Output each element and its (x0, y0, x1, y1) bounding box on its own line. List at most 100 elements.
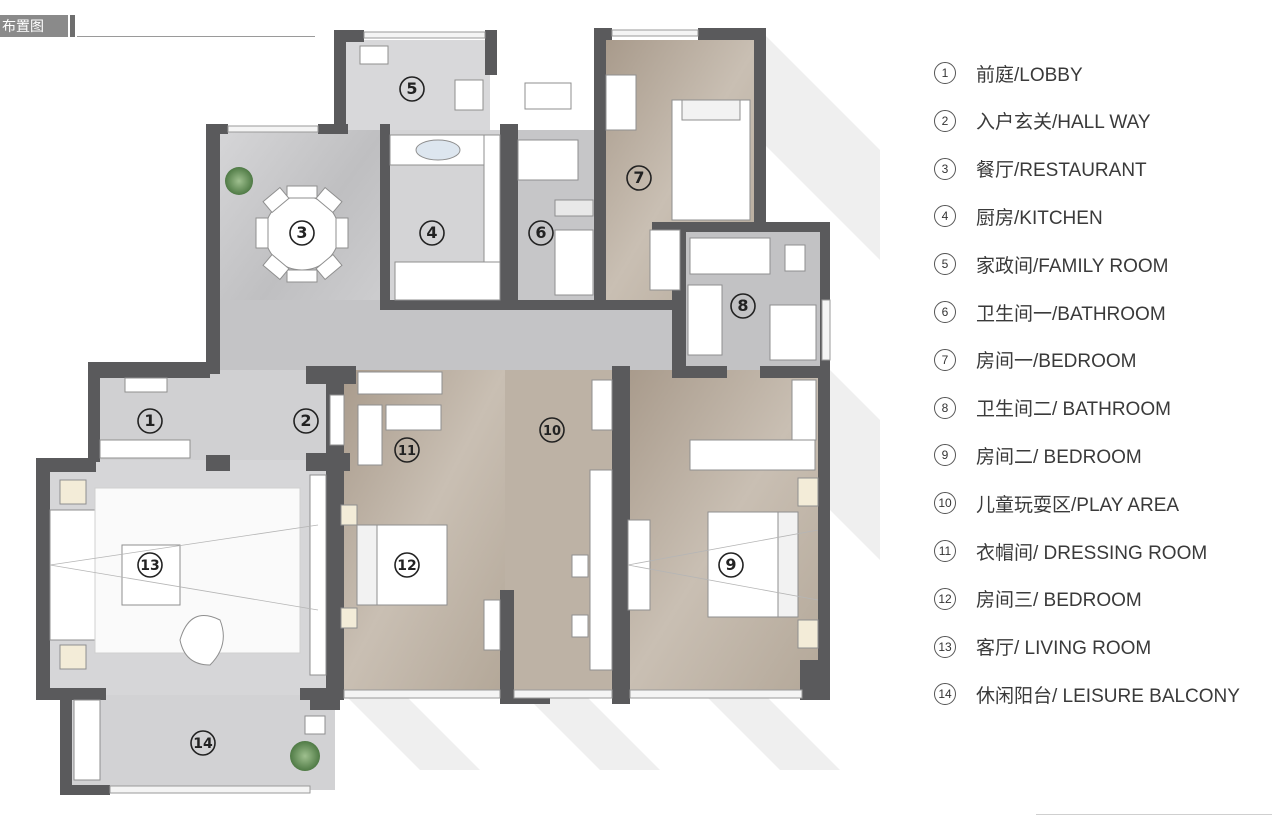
legend-item: 10 儿童玩耍区/PLAY AREA (934, 490, 1179, 516)
bathtub-2 (689, 237, 771, 275)
storage-box-2 (524, 82, 572, 110)
legend-text: 厨房/KITCHEN (976, 207, 1103, 229)
furniture (49, 45, 819, 781)
room-label-10: 10 (543, 424, 561, 439)
page-tag-bar (70, 15, 75, 37)
legend-text: 卫生间二/ BATHROOM (976, 399, 1171, 421)
legend-number: 11 (934, 540, 956, 562)
room-marker-8 (730, 293, 756, 319)
toilet-2 (784, 244, 806, 272)
plant-dining (225, 167, 253, 195)
legend-text: 休闲阳台/ LEISURE BALCONY (976, 685, 1240, 707)
legend-text: 儿童玩耍区/PLAY AREA (976, 494, 1180, 516)
page-tag: 布置图 (0, 15, 68, 37)
legend-item: 11 衣帽间/ DRESSING ROOM (934, 538, 1207, 564)
hall-cabinet (329, 394, 345, 446)
legend-text: 入户玄关/HALL WAY (976, 112, 1151, 134)
legend-item: 9 房间二/ BEDROOM (934, 442, 1142, 468)
lobby-bench (124, 377, 168, 393)
wardrobe-1 (649, 229, 681, 291)
room-marker-10 (539, 417, 565, 443)
coffee-table (121, 544, 181, 606)
room-label-12: 12 (397, 558, 416, 574)
room-marker-12 (394, 552, 420, 578)
legend-number: 7 (934, 348, 956, 371)
bathtub-1 (517, 139, 579, 181)
room-marker-9 (718, 552, 744, 578)
footer-divider (1036, 814, 1272, 815)
armchair (179, 615, 224, 666)
room-label-11: 11 (398, 444, 416, 459)
legend-item: 14 休闲阳台/ LEISURE BALCONY (934, 681, 1240, 707)
balcony-cabinet (73, 699, 101, 781)
vanity-1 (554, 229, 594, 296)
room-marker-3 (289, 220, 315, 246)
legend-item: 7 房间一/BEDROOM (934, 347, 1136, 373)
legend-item: 5 家政间/FAMILY ROOM (934, 251, 1169, 277)
room-marker-2 (293, 408, 319, 434)
room-marker-1 (137, 408, 163, 434)
legend-number: 6 (934, 301, 956, 323)
room-label-6: 6 (535, 223, 546, 242)
wardrobe-3 (483, 599, 501, 651)
room-label-14: 14 (193, 736, 213, 752)
legend-text: 房间二/ BEDROOM (976, 446, 1142, 468)
kitchen-counter-bottom (394, 261, 501, 301)
room-marker-14 (190, 730, 216, 756)
sofa (49, 509, 97, 641)
legend-item: 6 卫生间一/BATHROOM (934, 299, 1166, 325)
plant-balcony (290, 741, 320, 771)
shower-1 (554, 199, 594, 217)
room-marker-6 (528, 220, 554, 246)
legend-text: 家政间/FAMILY ROOM (976, 255, 1169, 277)
legend-item: 2 入户玄关/HALL WAY (934, 108, 1151, 134)
wash-basin (454, 79, 484, 111)
legend-number: 4 (934, 205, 956, 228)
legend-text: 房间三/ BEDROOM (976, 590, 1142, 612)
windows (109, 29, 831, 794)
wardrobe-bedroom-2 (689, 439, 816, 471)
tv-cabinet-living (309, 474, 327, 676)
room-marker-5 (399, 76, 425, 102)
legend-number: 14 (934, 683, 956, 706)
legend-number: 3 (934, 157, 956, 180)
legend-number: 5 (934, 253, 956, 276)
vanity-2 (687, 284, 723, 356)
legend-text: 房间一/BEDROOM (976, 351, 1137, 373)
storage-box (359, 45, 389, 65)
legend-number: 8 (934, 396, 956, 419)
legend-number: 13 (934, 635, 956, 658)
legend-text: 衣帽间/ DRESSING ROOM (976, 542, 1208, 564)
legend-number: 9 (934, 444, 956, 467)
legend-text: 前庭/LOBBY (976, 64, 1083, 86)
room-label-1: 1 (144, 411, 155, 430)
legend-item: 13 客厅/ LIVING ROOM (934, 634, 1151, 660)
room-label-8: 8 (737, 296, 748, 315)
legend-number: 10 (934, 492, 956, 515)
legend-item: 1 前庭/LOBBY (934, 60, 1083, 86)
room-label-3: 3 (296, 223, 307, 242)
legend-number: 12 (934, 587, 956, 610)
walls (36, 28, 830, 795)
room-marker-7 (626, 165, 652, 191)
dressing-shelf (357, 371, 443, 395)
desk-bedroom-2 (627, 519, 651, 611)
legend-item: 8 卫生间二/ BATHROOM (934, 395, 1171, 421)
room-label-13: 13 (140, 558, 159, 574)
legend-text: 客厅/ LIVING ROOM (976, 638, 1152, 660)
desk-play (589, 469, 613, 671)
view-lines (49, 524, 819, 611)
room-marker-11 (394, 437, 420, 463)
legend-number: 1 (934, 62, 956, 84)
legend-text: 卫生间一/BATHROOM (976, 303, 1166, 325)
shower-2 (769, 304, 817, 361)
play-shelf (591, 379, 613, 431)
page-tag-underline (77, 36, 315, 37)
room-marker-13 (137, 552, 163, 578)
desk-bedroom-1 (605, 74, 637, 131)
legend-item: 12 房间三/ BEDROOM (934, 586, 1142, 612)
room-label-2: 2 (300, 411, 311, 430)
legend-number: 2 (934, 109, 956, 132)
